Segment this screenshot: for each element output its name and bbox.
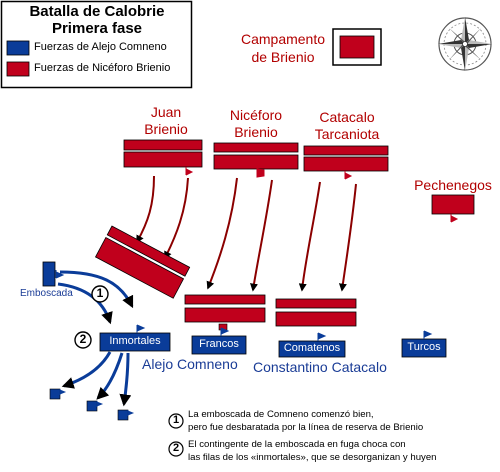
inmortales-label: Inmortales (109, 335, 161, 347)
arrow-juan-1 (136, 175, 155, 244)
commander-alejo: Alejo Comneno (142, 356, 238, 372)
arrow-tarcaniota-2 (338, 183, 357, 292)
unit-brienio-line-francos-rear (184, 307, 266, 323)
unit-francos (191, 335, 247, 355)
turcos-label: Turcos (407, 341, 441, 353)
unit-juan-brienio-rear (123, 151, 203, 168)
note-2-circle (168, 441, 184, 457)
note-1-line1: La emboscada de Comneno comenzó bien, (188, 409, 374, 420)
flag-tarcaniota (344, 171, 353, 180)
arrow-tarcaniota-1 (298, 181, 321, 292)
legend-box (0, 0, 193, 89)
commander-tarcaniota-line2: Tarcaniota (314, 126, 380, 142)
emboscada-label: Emboscada (20, 288, 73, 299)
note-1-circle (168, 413, 184, 429)
unit-fleeing-3 (117, 409, 129, 421)
unit-brienio-reserve (94, 225, 191, 299)
unit-fleeing-2 (86, 400, 98, 412)
note-2-number: 2 (172, 442, 180, 454)
legend-swatch-comneno (6, 40, 30, 56)
francos-label: Francos (199, 338, 239, 350)
commander-niceforo-line2: Brienio (234, 124, 278, 140)
commander-constantino: Constantino Catacalo (253, 359, 387, 375)
flag-turcos (423, 330, 433, 339)
flag-comatenos (317, 332, 327, 341)
arrow-niceforo-1 (206, 177, 238, 290)
commander-niceforo-line1: Nicéforo (229, 107, 283, 123)
note-2-line1: El contingente de la emboscada en fuga c… (188, 439, 406, 450)
marker-1-number: 1 (96, 286, 104, 300)
unit-tarcaniota-front (303, 145, 389, 156)
arrow-flight-1 (61, 351, 112, 389)
flag-juan-brienio (185, 167, 194, 176)
unit-comatenos (278, 340, 346, 358)
unit-tarcaniota-rear (303, 156, 389, 172)
unit-brienio-line-francos-front (184, 294, 266, 305)
note-2-line2: las filas de los «inmortales», que se de… (188, 452, 437, 463)
unit-inmortales (99, 332, 171, 352)
compass-rose-icon (438, 17, 492, 71)
arrow-emboscada-1 (59, 270, 134, 309)
legend-subtitle: Primera fase (51, 20, 143, 37)
camp-label-line2: de Brienio (251, 49, 315, 65)
unit-fleeing-1 (49, 388, 61, 400)
note-1-line2: pero fue desbaratada por la línea de res… (188, 422, 424, 433)
legend-label-brienio: Fuerzas de Nicéforo Brienio (34, 62, 171, 74)
legend-title: Batalla de Calobrie (29, 3, 165, 20)
commander-juan-line1: Juan (150, 104, 182, 120)
unit-niceforo-rear (213, 154, 299, 170)
pechenegos-label: Pechenegos (414, 177, 492, 193)
marker-2-number: 2 (79, 332, 87, 346)
commander-juan-line2: Brienio (144, 121, 188, 137)
arrow-juan-2 (164, 177, 189, 260)
flag-inmortales (136, 324, 146, 333)
unit-juan-brienio-front (123, 139, 203, 151)
arrow-niceforo-2 (250, 179, 273, 292)
marker-2-circle (74, 331, 92, 349)
camp-label-line1: Campamento (240, 31, 326, 47)
unit-niceforo-front (213, 142, 299, 153)
flag-francos (220, 327, 230, 336)
commander-tarcaniota-line1: Catacalo (319, 109, 375, 125)
flag-niceforo (256, 168, 265, 178)
unit-brienio-line-comatenos-front (275, 298, 357, 309)
note-1-number: 1 (172, 414, 180, 426)
comatenos-label: Comatenos (283, 342, 341, 354)
camp-unit (339, 35, 375, 59)
arrow-flight-3 (119, 352, 132, 407)
arrow-flight-2 (96, 352, 124, 400)
unit-emboscada (42, 261, 56, 287)
flag-emboscada (55, 270, 65, 279)
flag-pechenegos (450, 214, 459, 223)
unit-brienio-line-comatenos-rear (275, 311, 357, 327)
marker-1-circle (91, 285, 109, 303)
legend-swatch-brienio (6, 61, 30, 77)
unit-pechenegos (431, 194, 475, 215)
legend-label-comneno: Fuerzas de Alejo Comneno (34, 41, 167, 53)
